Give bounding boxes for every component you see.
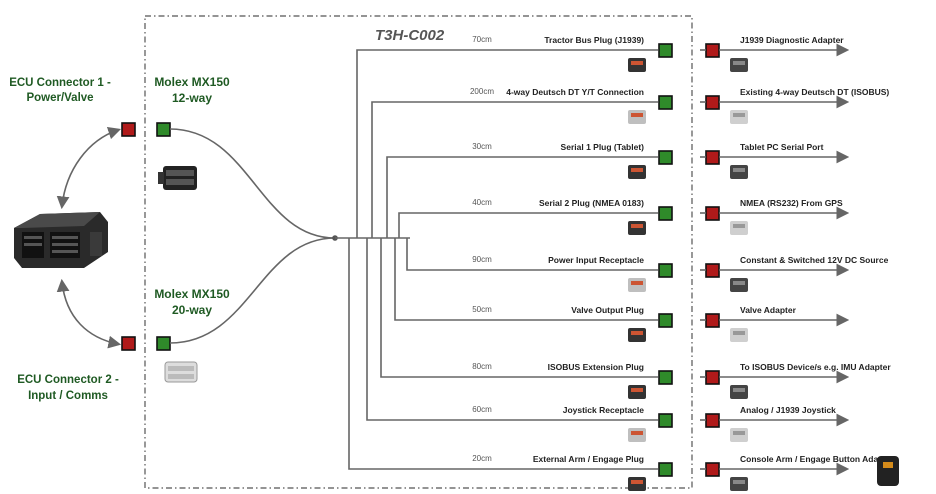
branch-wire-9: [348, 238, 658, 470]
branch-wire-2: [371, 101, 658, 238]
device-red-square-2: [705, 95, 720, 110]
branch-wire-7: [380, 238, 658, 378]
plug-connector-icon-6: [628, 328, 646, 342]
branch-length-3: 30cm: [472, 142, 492, 151]
ecu-connector-2-red-square: [121, 336, 136, 351]
device-label-3: Tablet PC Serial Port: [740, 142, 824, 152]
plug-label-8: Joystick Receptacle: [563, 405, 645, 415]
harness-title: T3H-C002: [375, 27, 445, 44]
molex-12way-connector-icon: [158, 166, 197, 190]
device-red-square-5: [705, 263, 720, 278]
molex-20way-green-square: [156, 336, 171, 351]
plug-green-square-9: [658, 462, 673, 477]
branch-length-1: 70cm: [472, 35, 492, 44]
molex-20way-wire: [169, 237, 336, 344]
branch-length-5: 90cm: [472, 255, 492, 264]
plug-connector-icon-3: [628, 165, 646, 179]
plug-green-square-4: [658, 206, 673, 221]
plug-connector-icon-9: [628, 477, 646, 491]
branch-length-4: 40cm: [472, 198, 492, 207]
branch-wire-8: [366, 238, 658, 421]
device-label-4: NMEA (RS232) From GPS: [740, 198, 843, 208]
molex-bottom-label-line2: 20-way: [172, 303, 212, 317]
branch-group: 70cm Tractor Bus Plug (J1939) J1939 Diagno…: [348, 35, 899, 491]
device-connector-icon-8: [730, 428, 748, 442]
plug-label-2: 4-way Deutsch DT Y/T Connection: [506, 87, 644, 97]
device-red-square-7: [705, 370, 720, 385]
branch-length-8: 60cm: [472, 405, 492, 414]
molex-12way-green-square: [156, 122, 171, 137]
device-red-square-3: [705, 150, 720, 165]
plug-label-4: Serial 2 Plug (NMEA 0183): [539, 198, 644, 208]
device-label-6: Valve Adapter: [740, 305, 797, 315]
branch-wire-5: [406, 238, 658, 271]
plug-connector-icon-2: [628, 110, 646, 124]
ecu-connector-2-label-line2: Input / Comms: [28, 390, 108, 402]
plug-label-9: External Arm / Engage Plug: [533, 454, 644, 464]
plug-connector-icon-8: [628, 428, 646, 442]
branch-wire-3: [386, 156, 658, 238]
plug-label-3: Serial 1 Plug (Tablet): [561, 142, 645, 152]
plug-green-square-2: [658, 95, 673, 110]
device-connector-icon-6: [730, 328, 748, 342]
plug-connector-icon-7: [628, 385, 646, 399]
branch-length-9: 20cm: [472, 454, 492, 463]
branch-length-6: 50cm: [472, 305, 492, 314]
console-button-icon: [877, 456, 899, 486]
device-red-square-1: [705, 43, 720, 58]
plug-connector-icon-1: [628, 58, 646, 72]
harness-boundary: [144, 15, 693, 489]
plug-green-square-5: [658, 263, 673, 278]
branch-length-7: 80cm: [472, 362, 492, 371]
ecu-module-icon: [14, 212, 108, 268]
ecu-connector-1-label-line2: Power/Valve: [26, 92, 93, 104]
device-connector-icon-2: [730, 110, 748, 124]
device-label-7: To ISOBUS Device/s e.g. IMU Adapter: [740, 362, 891, 372]
device-red-square-4: [705, 206, 720, 221]
plug-label-1: Tractor Bus Plug (J1939): [544, 35, 644, 45]
console-button-indicator: [883, 462, 893, 468]
branch-wire-1: [356, 49, 658, 238]
branch-length-2: 200cm: [470, 87, 494, 96]
molex-20way-connector-icon: [164, 361, 198, 383]
branch-wire-6: [394, 238, 658, 321]
plug-connector-icon-4: [628, 221, 646, 235]
molex-top-label-line2: 12-way: [172, 91, 212, 105]
molex-bottom-label-line1: Molex MX150: [154, 287, 230, 301]
molex-12way-wire: [169, 128, 336, 239]
device-connector-icon-1: [730, 58, 748, 72]
device-label-8: Analog / J1939 Joystick: [740, 405, 836, 415]
plug-green-square-7: [658, 370, 673, 385]
device-label-5: Constant & Switched 12V DC Source: [740, 255, 889, 265]
device-red-square-6: [705, 313, 720, 328]
ecu-link-1: [56, 126, 122, 210]
plug-connector-icon-5: [628, 278, 646, 292]
plug-green-square-3: [658, 150, 673, 165]
molex-top-label-line1: Molex MX150: [154, 75, 230, 89]
device-connector-icon-4: [730, 221, 748, 235]
device-label-1: J1939 Diagnostic Adapter: [740, 35, 844, 45]
plug-green-square-1: [658, 43, 673, 58]
ecu-link-2: [56, 278, 122, 349]
ecu-connector-1-red-square: [121, 122, 136, 137]
plug-label-6: Valve Output Plug: [571, 305, 644, 315]
device-label-9: Console Arm / Engage Button Adapter: [740, 454, 895, 464]
device-connector-icon-3: [730, 165, 748, 179]
device-connector-icon-7: [730, 385, 748, 399]
plug-green-square-8: [658, 413, 673, 428]
plug-green-square-6: [658, 313, 673, 328]
device-connector-icon-9: [730, 477, 748, 491]
ecu-connector-1-label-line1: ECU Connector 1 -: [9, 77, 111, 89]
device-label-2: Existing 4-way Deutsch DT (ISOBUS): [740, 87, 889, 97]
device-red-square-8: [705, 413, 720, 428]
ecu-connector-2-label-line1: ECU Connector 2 -: [17, 374, 119, 386]
plug-label-7: ISOBUS Extension Plug: [548, 362, 644, 372]
device-connector-icon-5: [730, 278, 748, 292]
device-red-square-9: [705, 462, 720, 477]
plug-label-5: Power Input Receptacle: [548, 255, 644, 265]
branch-wire-4: [398, 212, 658, 238]
